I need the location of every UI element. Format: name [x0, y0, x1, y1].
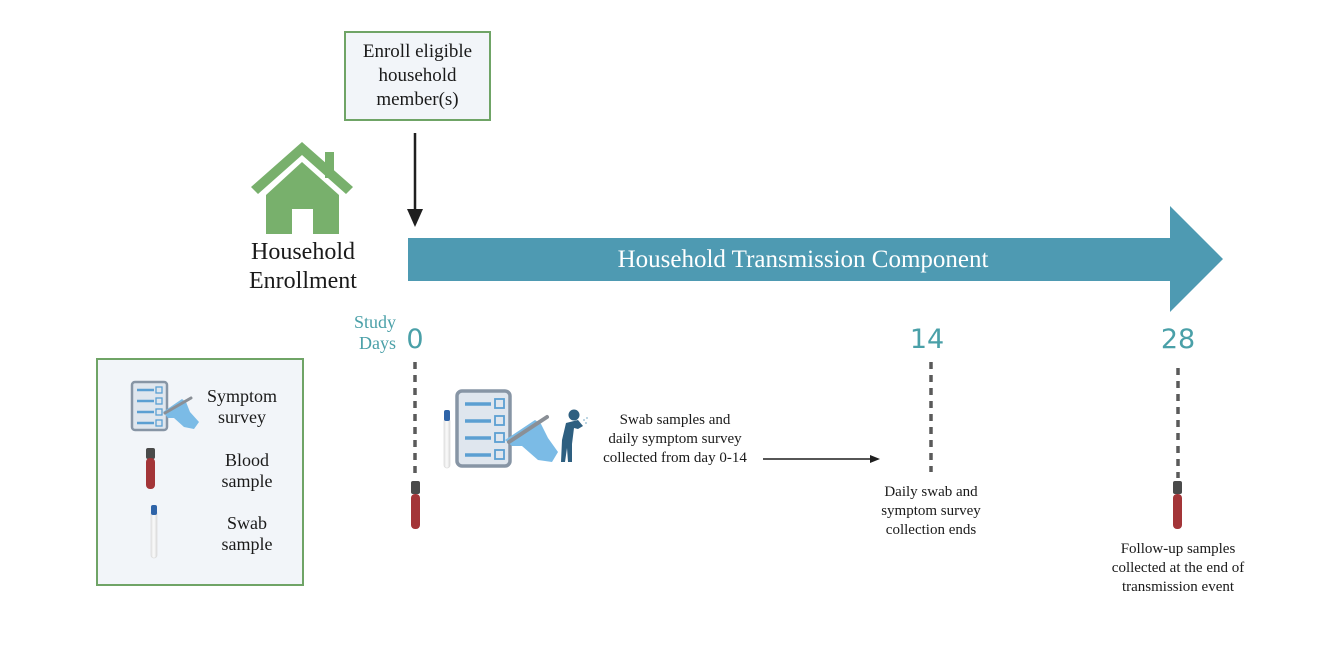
blood-sample-icon-day-28: [1173, 481, 1182, 529]
day-28-label: 28: [1160, 324, 1196, 355]
swab-sample-icon-timeline: [443, 410, 451, 469]
legend-label-blood-sample: Blood sample: [221, 450, 273, 491]
house-icon: [251, 142, 353, 234]
collection-period-arrow: [763, 455, 880, 463]
blood-sample-icon: [146, 448, 155, 489]
blood-sample-icon-day-0: [411, 481, 420, 529]
swab-sample-icon: [150, 505, 158, 559]
collection-note: Swab samples and daily symptom survey co…: [603, 412, 747, 466]
symptom-survey-icon-timeline: [455, 389, 558, 468]
day-0-label: 0: [406, 324, 424, 355]
day-28-caption: Follow-up samples collected at the end o…: [1111, 541, 1245, 595]
enroll-members-box: Enroll eligible household member(s): [344, 31, 491, 121]
timeline-banner-arrow: [408, 206, 1223, 312]
timeline-title: Household Transmission Component: [617, 245, 989, 273]
symptom-survey-icon: [130, 380, 199, 432]
enroll-arrow-icon: [407, 133, 423, 227]
coughing-person-icon: [561, 409, 588, 462]
enroll-members-text: Enroll eligible household member(s): [362, 41, 473, 110]
day-14-label: 14: [909, 324, 945, 355]
legend-icons: [130, 380, 199, 559]
legend-label-swab-sample: Swab sample: [221, 513, 273, 554]
study-days-label: Study Days: [353, 312, 396, 353]
legend: Symptom survey Blood sample Swab sample: [96, 358, 304, 586]
legend-label-symptom-survey: Symptom survey: [206, 386, 277, 427]
household-enrollment-label: Household Enrollment: [249, 239, 357, 294]
day-14-caption: Daily swab and symptom survey collection…: [881, 484, 981, 538]
